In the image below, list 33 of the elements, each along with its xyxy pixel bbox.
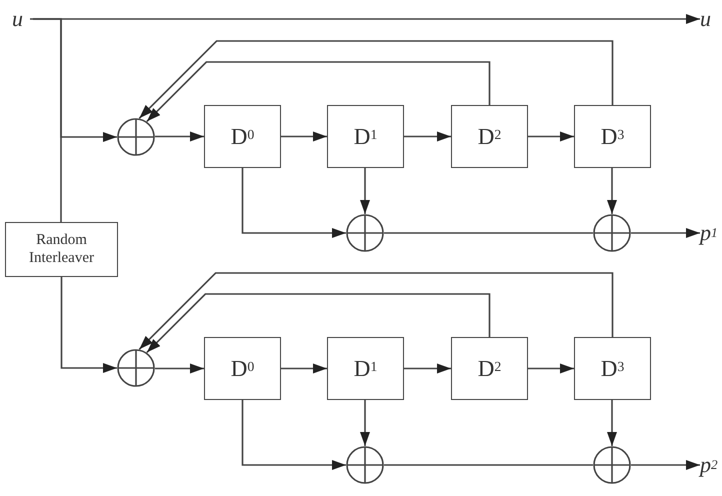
delay-register-box: D$^{1}$ [327, 337, 404, 400]
connector-arrow [281, 132, 327, 142]
delay-register-box: D$^{3}$ [574, 105, 651, 168]
connector-arrow [60, 277, 117, 373]
connector-arrow [528, 132, 574, 142]
connector-arrow [155, 132, 204, 142]
connector-arrow [281, 364, 327, 374]
delay-register-box: D$^{2}$ [451, 105, 528, 168]
connector-arrow [155, 364, 204, 374]
connector-arrow [528, 364, 574, 374]
delay-register-box: D$^{3}$ [574, 337, 651, 400]
connector-arrow [631, 460, 700, 470]
connector-arrow [138, 272, 614, 350]
connector-arrow [404, 132, 451, 142]
delay-register-box: D$^{0}$ [204, 337, 281, 400]
connector-arrow [404, 364, 451, 374]
signal-label: u [12, 6, 30, 32]
connector-arrow [360, 168, 370, 214]
delay-register-box: D$^{1}$ [327, 105, 404, 168]
connector-arrow [360, 400, 370, 446]
connector-arrow [631, 228, 700, 238]
connector-arrow [607, 400, 617, 446]
connector-arrow [30, 14, 700, 24]
delay-register-box: D$^{0}$ [204, 105, 281, 168]
connector-arrow [138, 40, 614, 119]
delay-register-box: D$^{2}$ [451, 337, 528, 400]
connector-arrow [242, 168, 346, 238]
interleaver-box: Random Interleaver [5, 222, 118, 277]
signal-label: u [700, 6, 718, 32]
connector-arrow [146, 293, 490, 353]
connector-arrow [607, 168, 617, 214]
connector-arrow [146, 61, 490, 122]
connector-arrow [242, 400, 346, 470]
